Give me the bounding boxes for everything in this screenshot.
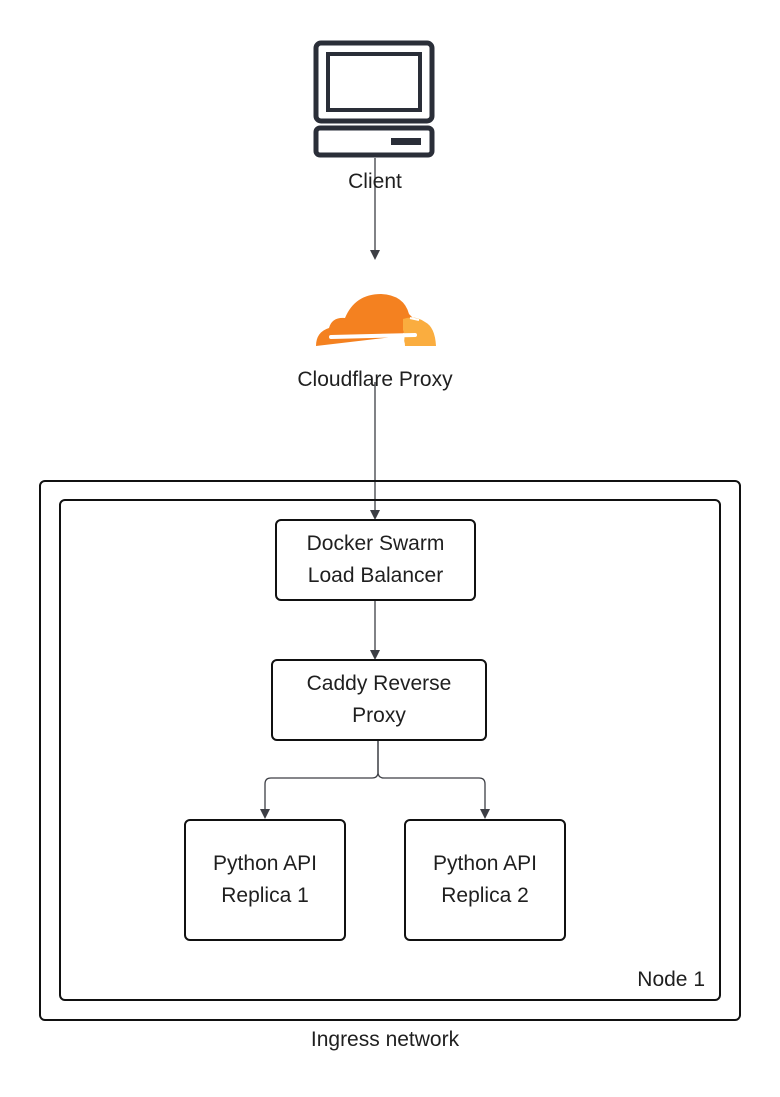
replica-2-line-2: Replica 2 xyxy=(441,884,529,907)
load-balancer-line-1: Docker Swarm xyxy=(306,532,445,555)
node-label: Node 1 xyxy=(637,968,705,991)
ingress-network-frame xyxy=(39,480,741,1021)
reverse-proxy-line-2: Proxy xyxy=(352,704,406,727)
node-frame xyxy=(59,499,721,1001)
client-label: Client xyxy=(348,170,402,193)
ingress-network-label: Ingress network xyxy=(310,1028,460,1051)
reverse-proxy-box: Caddy Reverse Proxy xyxy=(271,659,487,741)
cloudflare-label: Cloudflare Proxy xyxy=(297,368,453,391)
load-balancer-line-2: Load Balancer xyxy=(307,564,444,587)
load-balancer-box: Docker Swarm Load Balancer xyxy=(275,519,476,601)
replica-box-1: Python API Replica 1 xyxy=(184,819,346,941)
replica-box-2: Python API Replica 2 xyxy=(404,819,566,941)
replica-2-line-1: Python API xyxy=(433,852,537,875)
replica-1-line-1: Python API xyxy=(213,852,317,875)
reverse-proxy-line-1: Caddy Reverse xyxy=(306,672,452,695)
cloudflare-cloud-icon xyxy=(316,294,436,347)
computer-monitor-icon xyxy=(313,40,435,158)
replica-1-line-2: Replica 1 xyxy=(221,884,309,907)
